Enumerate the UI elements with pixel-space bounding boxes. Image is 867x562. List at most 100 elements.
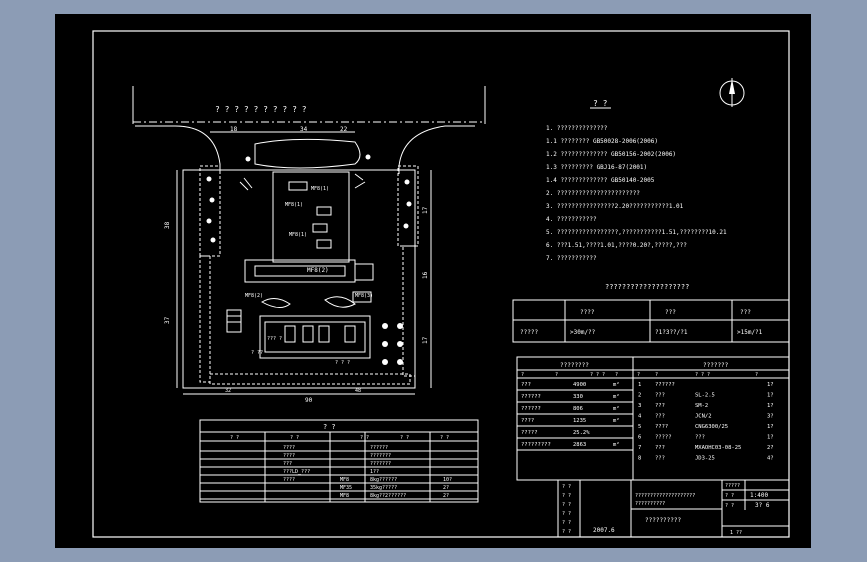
equipment-left — [226, 309, 242, 333]
note-line: 1. ?????????????? — [546, 125, 608, 132]
dim-right-lower: 17 — [422, 336, 429, 344]
tech-left-cell: ?????? — [521, 394, 541, 400]
tech-right-cell: SM-2 — [695, 403, 708, 409]
tb-left-label: ? ? — [562, 484, 571, 490]
notes-title: ? ? — [593, 99, 608, 108]
tech-right-cell: 1? — [767, 403, 774, 409]
tb-sheet-no: 1 ?? — [730, 530, 742, 536]
dim-inner-b: 48 — [355, 388, 361, 394]
legend-qty: 2? — [443, 493, 449, 499]
tech-left-col: ? ? ? — [590, 372, 605, 378]
tech-left-cell: ????? — [521, 430, 538, 436]
tech-right-cell: ?????? — [655, 382, 675, 388]
req-row-label: ????? — [520, 329, 538, 336]
tb-design-label: ????? — [725, 483, 740, 489]
note-line: 1.4 ????????????? GB50140-2005 — [546, 177, 655, 184]
tb-left-label: ? ? — [562, 511, 571, 517]
req-value-0: >30m/?? — [570, 329, 596, 336]
tb-project-row-0: ???????????????????? — [635, 493, 695, 499]
note-line: 5. ?????????????????,???????????1.51,???… — [546, 229, 727, 236]
tech-right-cell: 8 — [638, 456, 641, 462]
parking-area — [272, 171, 350, 263]
dim-right-upper: 17 — [422, 206, 429, 214]
req-value-1: ?1?3??/?1 — [655, 329, 688, 336]
tb-project-row-1: ?????????? — [635, 501, 665, 507]
tech-left-cell: 4900 — [573, 382, 586, 388]
dim-right-mid: 16 — [422, 271, 429, 279]
tech-left-cell: ?????? — [521, 406, 541, 412]
tech-right-cell: 3? — [767, 414, 774, 420]
tech-left-cell: m² — [613, 417, 620, 424]
dim-bottom: 90 — [305, 397, 313, 404]
tb-scale-label: ? ? — [725, 493, 734, 499]
req-header-1: ??? — [665, 309, 676, 316]
tech-left-cell: 2863 — [573, 442, 586, 448]
tb-left-label: ? ? — [562, 520, 571, 526]
tech-left-cell: ??? — [521, 382, 531, 388]
req-value-2: >15m/?1 — [737, 329, 763, 336]
tech-right-cell: 1? — [767, 382, 774, 388]
legend-name: ???LD_??? — [283, 469, 310, 475]
label-stall-mid: MF8(1) — [289, 232, 307, 238]
tech-right-cell: MXAOHC03-08-25 — [695, 445, 741, 451]
legend-name: ???? — [283, 477, 295, 483]
tech-right-col: ? ? ? — [695, 372, 710, 378]
drawing-sheet: ? ? ? ? ? ? ? ? ? ? 18 34 22 MF8 — [55, 14, 811, 548]
site-plan: ? ? ? ? ? ? ? ? ? ? 18 34 22 MF8 — [132, 86, 486, 404]
tech-right-cell: JCN/2 — [695, 414, 712, 420]
legend-qty: 2? — [443, 485, 449, 491]
legend-desc: ?????? — [370, 445, 388, 451]
dim-top-c: 22 — [340, 126, 348, 133]
drawing-border — [92, 30, 790, 538]
tb-left-label: ? ? — [562, 493, 571, 499]
tech-right-cell: 2? — [767, 445, 774, 451]
req-header-0: ???? — [580, 309, 595, 316]
legend-desc: ??????? — [370, 453, 391, 459]
tech-right-col: ? — [637, 372, 640, 378]
tech-right-cell: ????? — [655, 435, 672, 441]
dim-top-a: 18 — [230, 126, 238, 133]
tech-left-col: ? — [555, 372, 558, 378]
dim-top-b: 34 — [300, 126, 308, 133]
tech-table: ???????? ??????? ??? ? ????? ? ?????4900… — [516, 356, 790, 481]
tech-right-cell: 1 — [638, 382, 641, 388]
label-island-left: MF8(2) — [245, 293, 263, 299]
tech-left-cell: m² — [613, 393, 620, 400]
legend-desc: 8kg??2?????? — [370, 493, 406, 499]
entrance-island — [254, 138, 361, 169]
tech-right-cell: 6 — [638, 435, 641, 441]
label-canopy: MF8(2) — [307, 267, 329, 274]
tech-left-cell: 806 — [573, 406, 583, 412]
legend-code: MF8 — [340, 493, 349, 499]
tb-sheet-label: ? ? — [725, 503, 734, 509]
tb-left-label: ? ? — [562, 529, 571, 535]
green-strip-right — [402, 245, 416, 377]
tech-right-cell: 2 — [638, 393, 641, 399]
legend-header: ? ? — [400, 435, 409, 441]
title-block: ? ?? ?? ?? ?? ?? ? 2007.6 ??????????????… — [557, 479, 790, 538]
legend-title: ? ? — [323, 423, 336, 431]
legend-name: ???? — [283, 445, 295, 451]
tech-right-cell: CNG6300/25 — [695, 424, 728, 430]
tech-left-cell: 25.2% — [573, 430, 590, 436]
tech-right-cell: ??? — [655, 414, 665, 420]
tech-left-cell: 1235 — [573, 418, 586, 424]
green-strip-bottom — [209, 373, 411, 385]
legend-qty: 10? — [443, 477, 452, 483]
legend-table: ? ? ? ?? ?? ?? ?? ??????????????????????… — [199, 419, 479, 503]
tech-right-cell: 4 — [638, 414, 642, 420]
tech-right-cell: 1? — [767, 393, 774, 399]
legend-desc: 1?? — [370, 469, 379, 475]
tech-right-cell: ??? — [695, 435, 705, 441]
note-line: 1.1 ???????? GB50028-2006(2006) — [546, 138, 658, 145]
note-line: 1.2 ????????????? GB50156-2002(2006) — [546, 151, 676, 158]
tech-right-cell: ??? — [655, 445, 665, 451]
legend-header: ? ? — [290, 435, 299, 441]
tech-left-cell: m² — [613, 381, 620, 388]
note-line: 4. ??????????? — [546, 216, 597, 223]
dim-left-lower: 37 — [164, 316, 171, 324]
tech-left-col: ? — [615, 372, 618, 378]
legend-code: MF8 — [340, 477, 349, 483]
legend-code: MF35 — [340, 485, 352, 491]
tech-right-cell: SL-2.5 — [695, 393, 715, 399]
